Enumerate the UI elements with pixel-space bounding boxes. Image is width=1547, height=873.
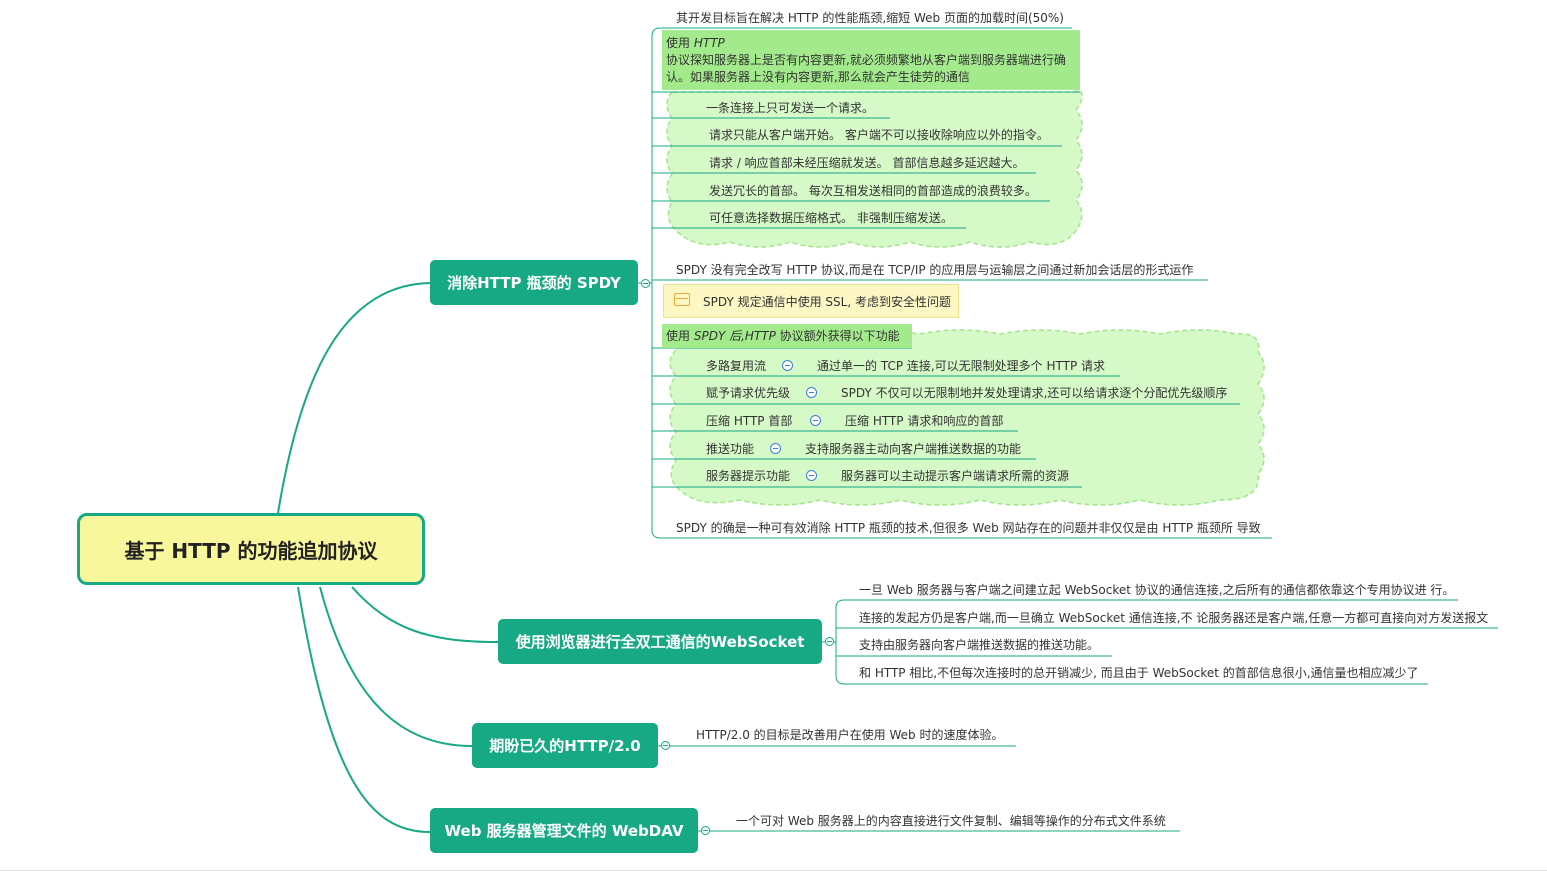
- branch-http2-label: 期盼已久的HTTP/2.0: [489, 737, 641, 755]
- features-title-prefix: 使用: [666, 329, 691, 343]
- collapse-toggle-icon[interactable]: [661, 741, 670, 750]
- collapse-toggle-icon[interactable]: [782, 360, 793, 371]
- http2-item[interactable]: HTTP/2.0 的目标是改善用户在使用 Web 时的速度体验。: [696, 728, 1004, 742]
- polling-title-prefix: 使用: [666, 36, 691, 50]
- branch-websocket-label: 使用浏览器进行全双工通信的WebSocket: [515, 633, 805, 651]
- bottom-divider: [0, 870, 1547, 871]
- issues-cloud: [666, 84, 1083, 248]
- spdy-issue[interactable]: 请求只能从客户端开始。 客户端不可以接收除响应以外的指令。: [709, 128, 1049, 142]
- features-cloud: [669, 329, 1265, 506]
- collapse-toggle-icon[interactable]: [770, 443, 781, 454]
- websocket-item[interactable]: 和 HTTP 相比,不但每次连接时的总开销减少, 而且由于 WebSocket …: [859, 666, 1419, 680]
- root-topic-label: 基于 HTTP 的功能追加协议: [124, 538, 378, 563]
- feature-desc[interactable]: 服务器可以主动提示客户端请求所需的资源: [841, 469, 1070, 483]
- feature-name[interactable]: 压缩 HTTP 首部: [706, 414, 793, 428]
- spdy-issue[interactable]: 可任意选择数据压缩格式。 非强制压缩发送。: [709, 211, 953, 225]
- websocket-item[interactable]: 支持由服务器向客户端推送数据的推送功能。: [859, 638, 1100, 652]
- branch-webdav[interactable]: Web 服务器管理文件的 WebDAV: [430, 808, 698, 853]
- spdy-design[interactable]: SPDY 没有完全改写 HTTP 协议,而是在 TCP/IP 的应用层与运输层之…: [676, 263, 1194, 277]
- root-to-websocket-connector: [351, 586, 499, 643]
- collapse-toggle-icon[interactable]: [825, 637, 834, 646]
- note-icon: [674, 293, 690, 306]
- spdy-issue[interactable]: 请求 / 响应首部未经压缩就发送。 首部信息越多延迟越大。: [709, 156, 1025, 170]
- collapse-toggle-icon[interactable]: [641, 279, 650, 288]
- spdy-polling-title: 使用 HTTP: [666, 35, 725, 51]
- feature-desc[interactable]: 通过单一的 TCP 连接,可以无限制处理多个 HTTP 请求: [817, 359, 1106, 373]
- branch-webdav-label: Web 服务器管理文件的 WebDAV: [444, 822, 684, 840]
- feature-name[interactable]: 服务器提示功能: [706, 469, 791, 483]
- feature-desc[interactable]: 支持服务器主动向客户端推送数据的功能: [805, 442, 1022, 456]
- feature-name[interactable]: 推送功能: [706, 442, 755, 456]
- features-title-italic: SPDY 后,HTTP: [693, 329, 776, 343]
- branch-spdy[interactable]: 消除HTTP 瓶颈的 SPDY: [430, 260, 638, 305]
- spdy-note: SPDY 规定通信中使用 SSL, 考虑到安全性问题: [703, 295, 951, 309]
- webdav-item[interactable]: 一个可对 Web 服务器上的内容直接进行文件复制、编辑等操作的分布式文件系统: [736, 814, 1166, 828]
- features-title-suffix: 协议额外获得以下功能: [779, 329, 900, 343]
- websocket-item[interactable]: 一旦 Web 服务器与客户端之间建立起 WebSocket 协议的通信连接,之后…: [859, 583, 1455, 597]
- feature-name[interactable]: 多路复用流: [706, 359, 767, 373]
- root-to-webdav-connector: [297, 586, 431, 833]
- collapse-toggle-icon[interactable]: [810, 415, 821, 426]
- spdy-conclusion[interactable]: SPDY 的确是一种可有效消除 HTTP 瓶颈的技术,但很多 Web 网站存在的…: [676, 521, 1261, 535]
- collapse-toggle-icon[interactable]: [806, 470, 817, 481]
- spdy-issue[interactable]: 一条连接上只可发送一个请求。: [706, 101, 875, 115]
- feature-name[interactable]: 赋予请求优先级: [706, 386, 791, 400]
- root-to-spdy-connector: [277, 282, 431, 514]
- spdy-polling-topic[interactable]: [662, 30, 1080, 90]
- root-to-http2-connector: [319, 586, 473, 747]
- root-topic[interactable]: 基于 HTTP 的功能追加协议: [77, 513, 425, 585]
- feature-desc[interactable]: SPDY 不仅可以无限制地并发处理请求,还可以给请求逐个分配优先级顺序: [841, 386, 1228, 400]
- collapse-toggle-icon[interactable]: [701, 826, 710, 835]
- spdy-polling-line: 认。如果服务器上没有内容更新,那么就会产生徒劳的通信: [666, 70, 970, 84]
- spdy-goal[interactable]: 其开发目标旨在解决 HTTP 的性能瓶颈,缩短 Web 页面的加载时间(50%): [676, 11, 1064, 25]
- websocket-item[interactable]: 连接的发起方仍是客户端,而一旦确立 WebSocket 通信连接,不 论服务器还…: [859, 611, 1489, 625]
- spdy-features-title: 使用 SPDY 后,HTTP 协议额外获得以下功能: [666, 328, 900, 344]
- feature-desc[interactable]: 压缩 HTTP 请求和响应的首部: [845, 414, 1004, 428]
- spdy-polling-line: 协议探知服务器上是否有内容更新,就必须频繁地从客户端到服务器端进行确: [666, 53, 1066, 67]
- spdy-features-topic[interactable]: [662, 324, 912, 348]
- spdy-note-box[interactable]: [663, 284, 959, 318]
- branch-spdy-label: 消除HTTP 瓶颈的 SPDY: [447, 274, 621, 292]
- polling-title-http: HTTP: [693, 36, 725, 50]
- branch-http2[interactable]: 期盼已久的HTTP/2.0: [472, 723, 658, 768]
- collapse-toggle-icon[interactable]: [806, 387, 817, 398]
- websocket-trunk: [835, 599, 1458, 685]
- spdy-trunk: [651, 27, 1272, 539]
- branch-websocket[interactable]: 使用浏览器进行全双工通信的WebSocket: [498, 619, 822, 664]
- spdy-issue[interactable]: 发送冗长的首部。 每次互相发送相同的首部造成的浪费较多。: [709, 184, 1037, 198]
